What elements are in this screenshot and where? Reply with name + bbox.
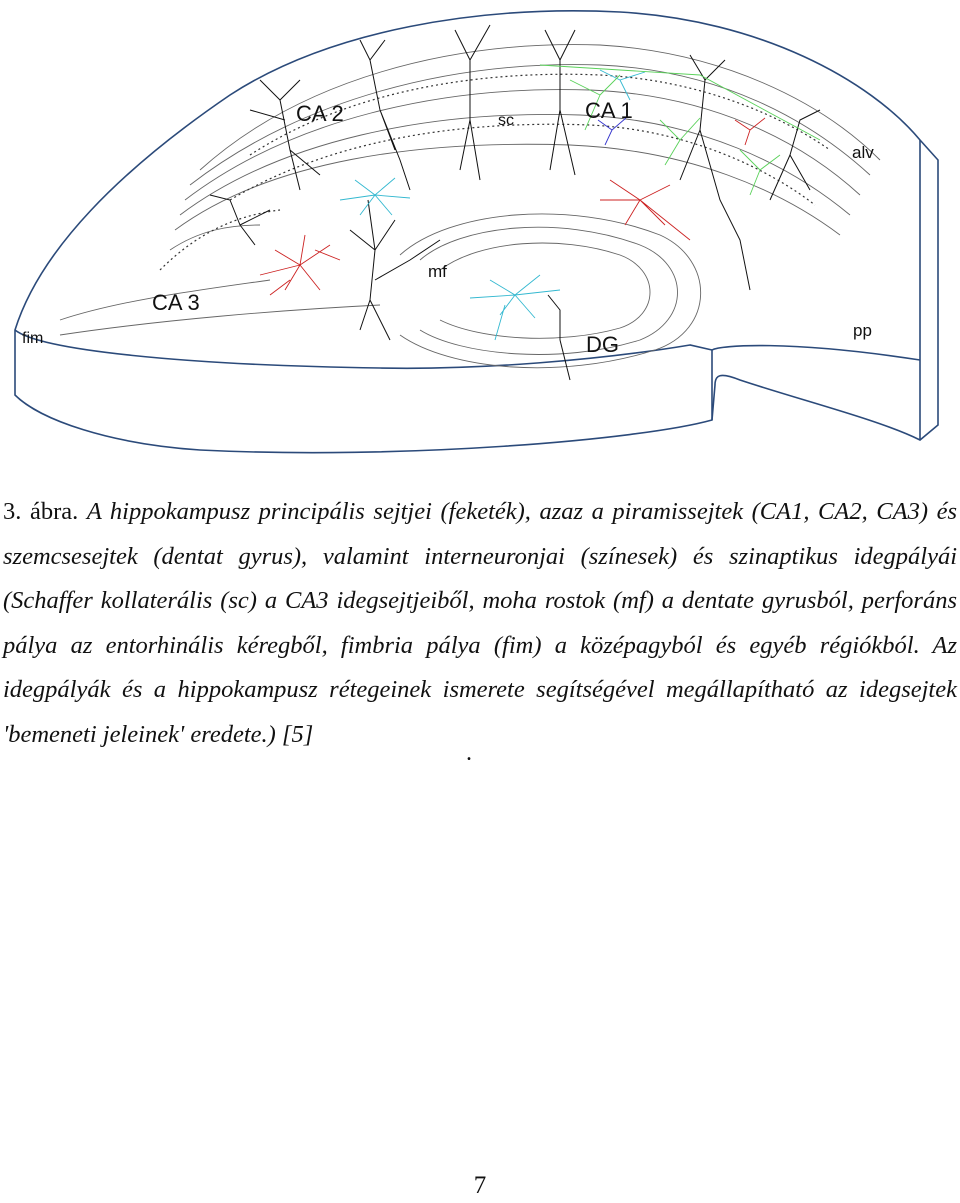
label-ca1: CA 1 (585, 98, 633, 123)
principal-cells (210, 25, 820, 380)
label-pp: pp (853, 321, 872, 340)
caption-number: 3. ábra. (3, 498, 78, 525)
interneurons (260, 65, 820, 340)
label-alv: alv (852, 143, 874, 162)
hippocampus-figure: CA 2 CA 1 sc alv CA 3 mf fim DG pp (0, 0, 960, 470)
label-ca3: CA 3 (152, 290, 200, 315)
label-sc: sc (498, 112, 514, 129)
trailing-dot: . (466, 740, 472, 767)
hippocampus-diagram: CA 2 CA 1 sc alv CA 3 mf fim DG pp (0, 0, 960, 470)
figure-caption: 3. ábra. A hippokampusz principális sejt… (3, 490, 957, 758)
label-fim: fim (22, 330, 43, 347)
label-ca2: CA 2 (296, 101, 344, 126)
label-mf: mf (428, 262, 447, 281)
dotted-layers (160, 74, 830, 270)
page-number: 7 (0, 1172, 960, 1200)
label-dg: DG (586, 332, 619, 357)
caption-text: A hippokampusz principális sejtjei (feke… (3, 498, 957, 748)
slab-outline (15, 11, 938, 453)
